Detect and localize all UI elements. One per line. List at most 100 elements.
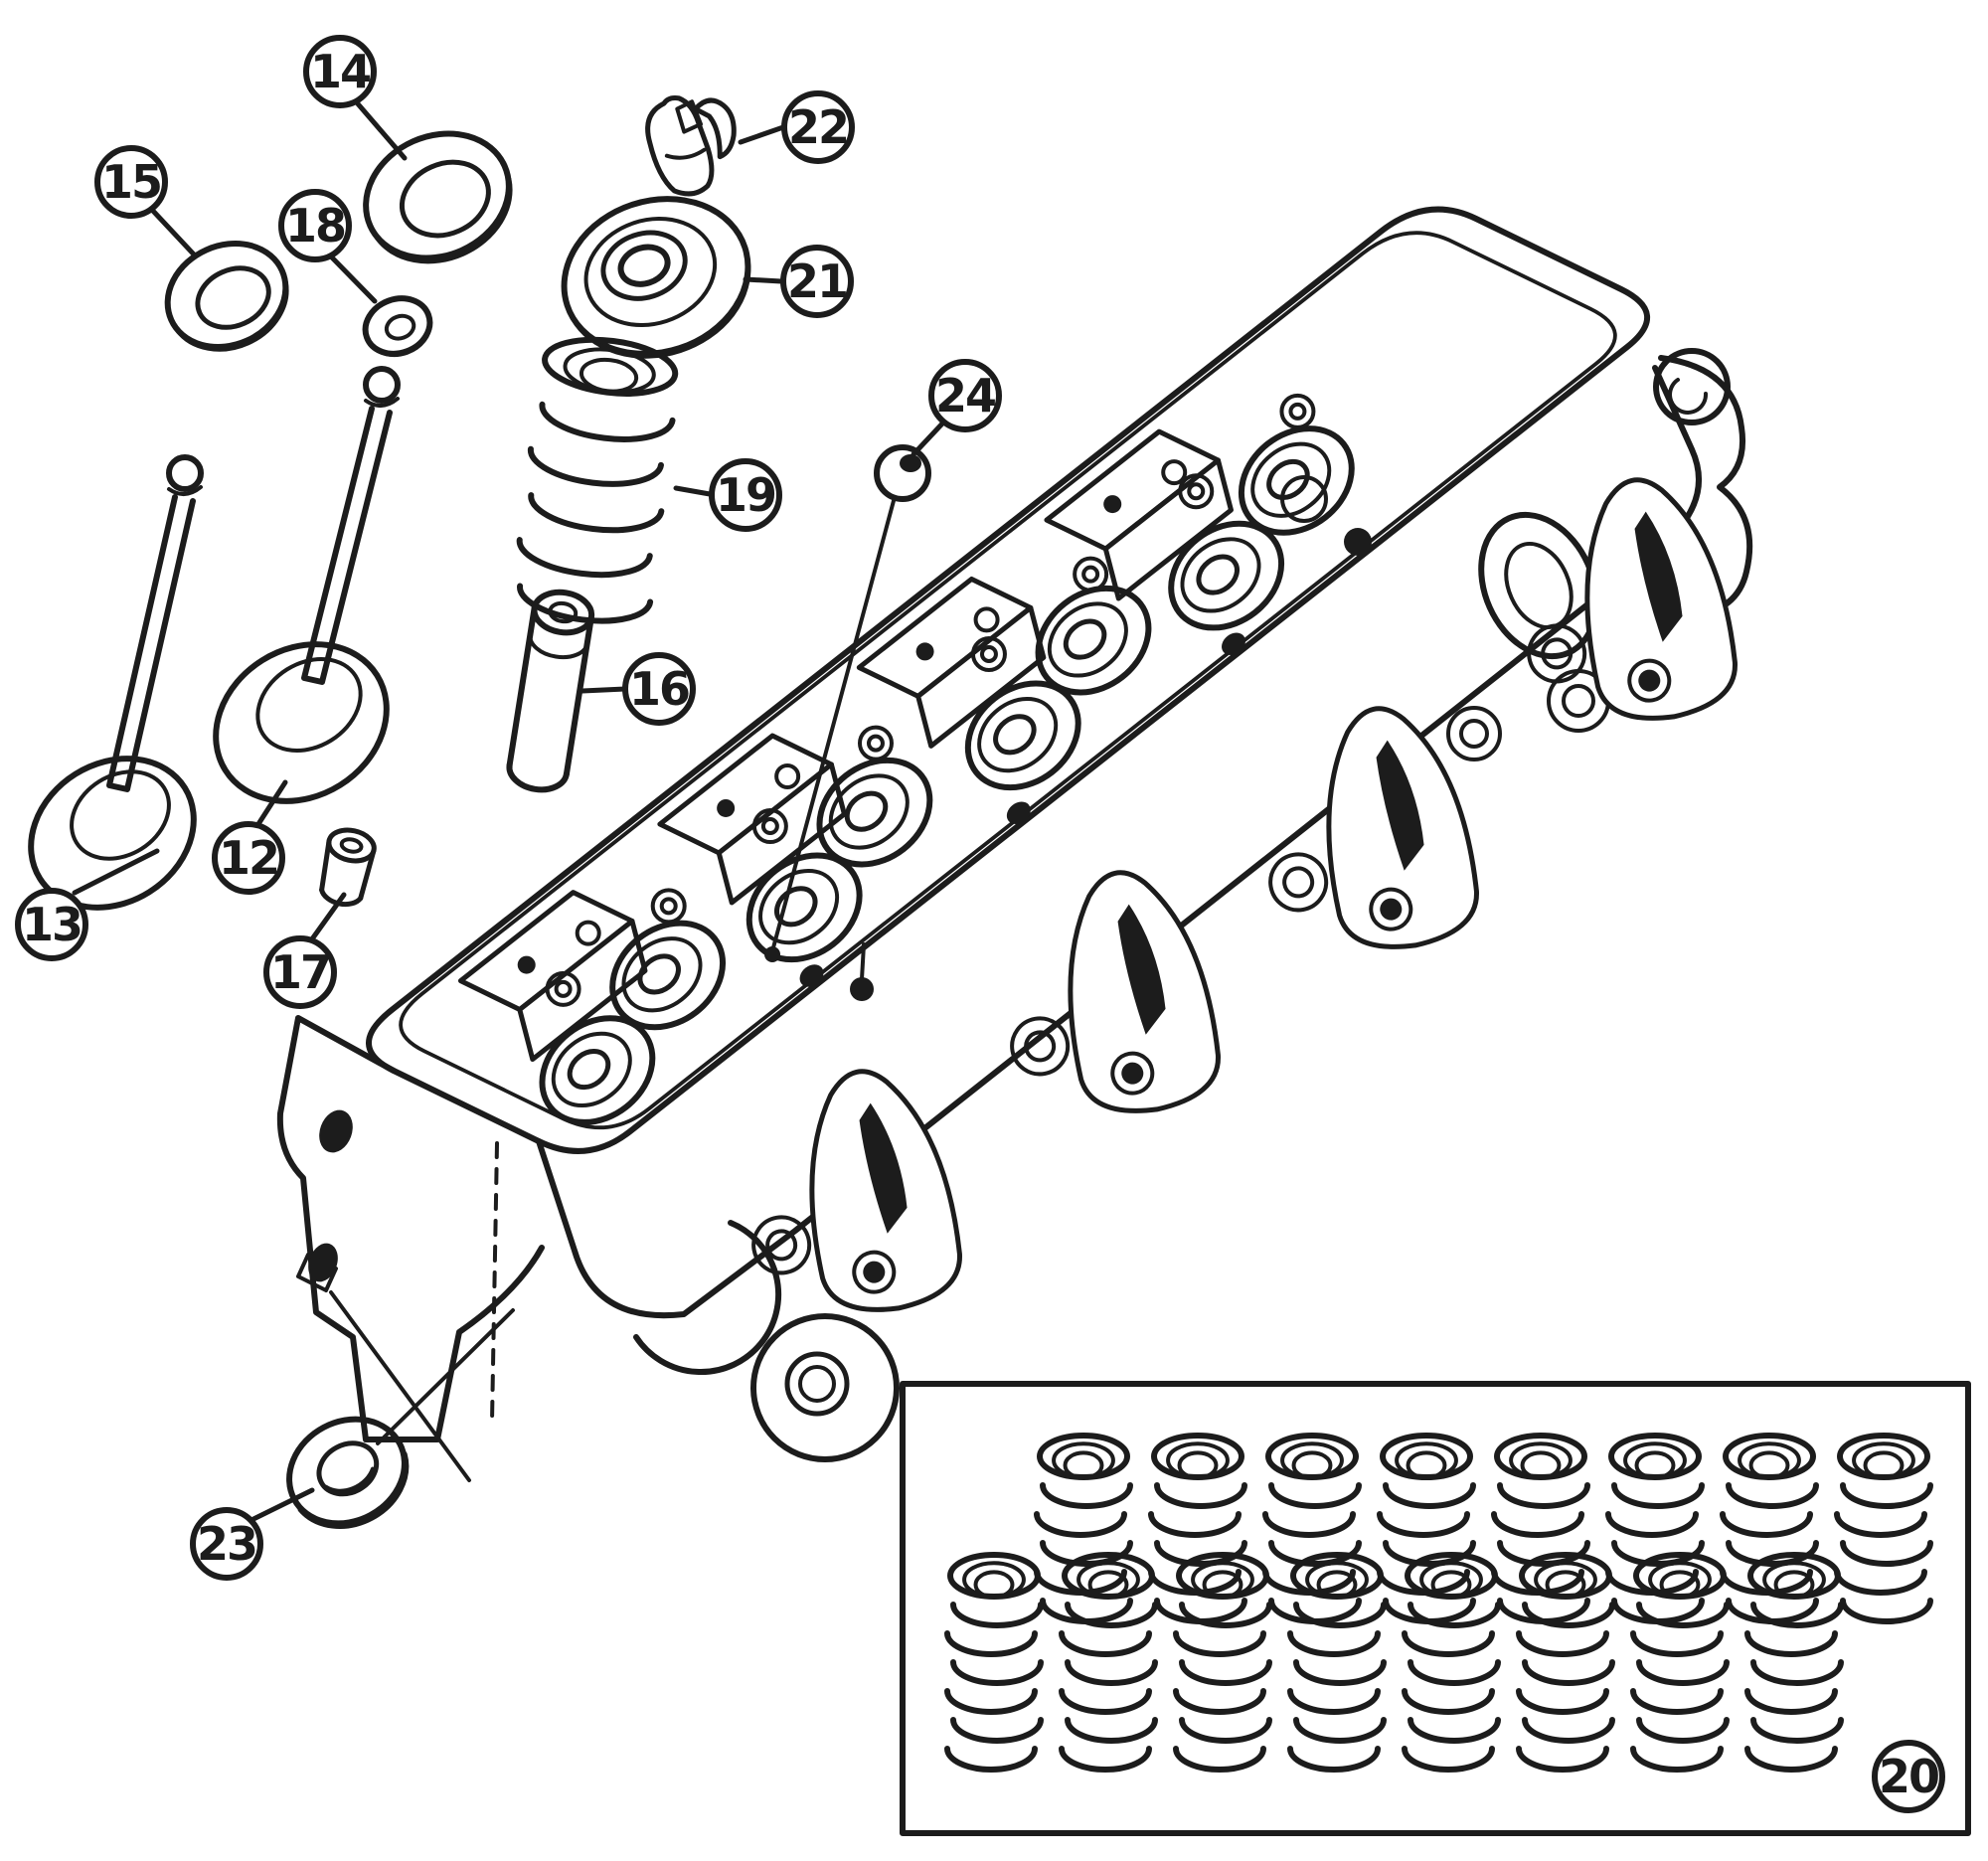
callout-16: 16 [580, 652, 696, 726]
spring-coils [1173, 1552, 1272, 1773]
callout-leader [72, 848, 160, 896]
callout-bubble [622, 652, 696, 726]
bolt-hole [319, 1109, 353, 1153]
callout-bubble [263, 935, 337, 1009]
spring-coils [944, 1552, 1044, 1773]
spring-seat-boss [1168, 520, 1285, 631]
hidden-line [490, 1141, 499, 1424]
callout-19: 19 [673, 458, 782, 532]
spring-seat-boss [964, 680, 1081, 791]
inset-spring [1059, 1552, 1158, 1773]
callout-bubble [303, 35, 377, 108]
callout-number: 24 [935, 369, 995, 423]
rocker-pedestal [856, 576, 1047, 749]
callout-leader [580, 686, 628, 694]
spring-coils [1262, 1433, 1362, 1624]
head-top-rim-inner [399, 231, 1617, 1130]
callout-number: 16 [629, 662, 689, 716]
spring-top-coil [1863, 1450, 1905, 1480]
callout-18: 18 [278, 189, 378, 304]
spring-coils [1491, 1433, 1590, 1624]
inset-border [900, 1381, 1971, 1836]
front-lobe [750, 1313, 900, 1462]
port-flange [751, 1069, 962, 1312]
valve-guide-16 [506, 589, 595, 793]
deck-hole [1006, 801, 1031, 824]
spring-seat-boss [539, 1015, 656, 1125]
spring-top-coil [1773, 1570, 1815, 1600]
spring-top-coil [1063, 1450, 1104, 1480]
bolt-ring [857, 725, 894, 761]
deck-hole [1222, 632, 1245, 655]
callout-number: 18 [285, 199, 345, 253]
callout-number: 15 [101, 155, 161, 209]
callout-13: 13 [15, 848, 160, 961]
spring-top-coil [1202, 1570, 1243, 1600]
right-end-knob-detail [1668, 378, 1709, 415]
boss-ring-hole [1562, 684, 1595, 718]
inset-spring [1744, 1552, 1844, 1773]
spring-top-coil [1545, 1570, 1586, 1600]
port-flange [1268, 706, 1479, 949]
seal-ring-14 [363, 130, 513, 264]
callout-24: 24 [911, 359, 1002, 457]
inset-spring [1516, 1552, 1615, 1773]
callout-bubble [780, 245, 854, 318]
spring-coils [1059, 1552, 1158, 1773]
callout-bubble [1872, 1740, 1945, 1813]
callout-21: 21 [743, 245, 854, 318]
lobe-ring [784, 1351, 850, 1417]
callout-leader [253, 779, 288, 830]
deck-features [457, 393, 1355, 1125]
front-lobe [633, 1220, 782, 1375]
spring-coils [1720, 1433, 1819, 1624]
seal-ring-15 [164, 241, 289, 352]
inset-spring [1491, 1433, 1590, 1624]
inset-spring [1034, 1433, 1133, 1624]
inset-spring [1148, 1433, 1247, 1624]
spring-coils [1287, 1552, 1387, 1773]
spring-seat-boss [816, 757, 933, 868]
callout-22: 22 [738, 90, 855, 164]
deck-hole [799, 964, 824, 987]
bolt-ring [545, 970, 581, 1007]
port-flanges [751, 477, 1738, 1312]
spring-top-coil [1406, 1450, 1447, 1480]
spring-top-coil [973, 1570, 1015, 1600]
inset-spring [1605, 1433, 1705, 1624]
spring-top-coil [1748, 1450, 1790, 1480]
stud [296, 1253, 338, 1292]
bolt-ring [1279, 393, 1316, 429]
head-front-face [536, 365, 1702, 1319]
callout-leader [326, 252, 378, 304]
callout-17: 17 [263, 892, 347, 1009]
spring-top-coil [1634, 1450, 1676, 1480]
callout-leader [148, 206, 198, 258]
port-oval-inner [1504, 541, 1574, 630]
inset-spring [1630, 1552, 1730, 1773]
callout-leader [352, 97, 408, 161]
callout-bubble [928, 359, 1002, 432]
callout-number: 23 [197, 1517, 256, 1571]
spring-coils [1605, 1433, 1705, 1624]
inset-spring [944, 1552, 1044, 1773]
callout-14: 14 [303, 35, 408, 161]
callout-bubble [709, 458, 782, 532]
spring-coils [1834, 1433, 1933, 1624]
spring-coils [1034, 1433, 1133, 1624]
loose-parts [28, 95, 931, 1529]
boss-ring-hole [1459, 719, 1489, 749]
callout-number: 22 [788, 100, 848, 154]
collet-22 [645, 95, 737, 197]
inset-spring [1720, 1433, 1819, 1624]
callout-leader [248, 1487, 315, 1523]
stud-line [376, 1308, 515, 1445]
spring-seat-boss [609, 920, 727, 1031]
spring-top-coil [1659, 1570, 1701, 1600]
inset-springs [944, 1433, 1933, 1773]
inset-spring [1834, 1433, 1933, 1624]
spring-seat-boss [1238, 425, 1355, 536]
callout-bubble [781, 90, 855, 164]
